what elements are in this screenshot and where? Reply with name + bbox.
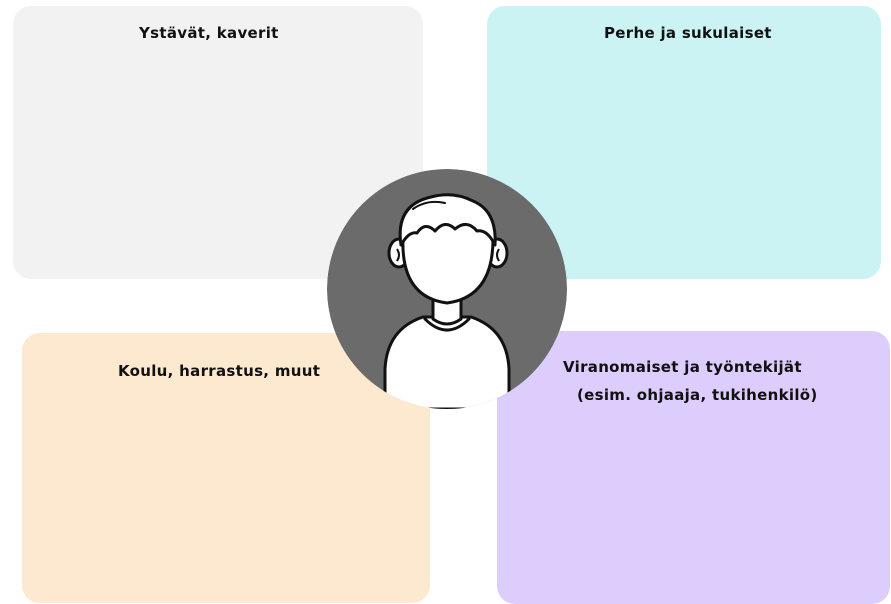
- quadrant-school-hobbies: [22, 333, 430, 603]
- quadrant-friends-label: Ystävät, kaverit: [139, 24, 279, 42]
- quadrant-authorities: [497, 331, 890, 604]
- person-icon: [327, 169, 567, 409]
- center-person-circle: [327, 169, 567, 409]
- quadrant-school-label: Koulu, harrastus, muut: [118, 362, 321, 380]
- quadrant-authorities-label: Viranomaiset ja työntekijät: [563, 358, 802, 376]
- quadrant-family-label: Perhe ja sukulaiset: [604, 24, 772, 42]
- quadrant-authorities-sublabel: (esim. ohjaaja, tukihenkilö): [577, 386, 818, 404]
